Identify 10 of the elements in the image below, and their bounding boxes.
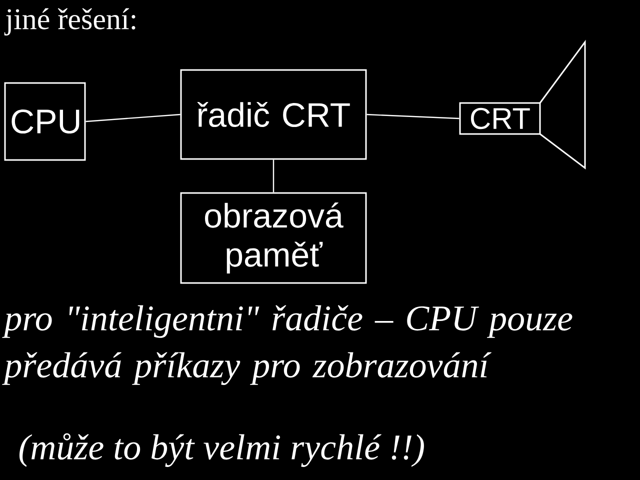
connector-line <box>272 160 274 192</box>
component-box: obrazová paměť <box>180 192 367 284</box>
heading: jiné řešení: <box>4 8 136 36</box>
component-box: CPU <box>4 82 86 161</box>
component-box: řadič CRT <box>180 69 367 160</box>
display-drawing: CRT <box>459 40 586 170</box>
connector-line <box>366 114 460 120</box>
connector-line <box>86 114 180 122</box>
caption: pro "inteligentni" řadiče – CPU pouze předává příkazy pro zobrazování <box>2 305 572 385</box>
note: (může to být velmi rychlé !!) <box>19 433 424 467</box>
